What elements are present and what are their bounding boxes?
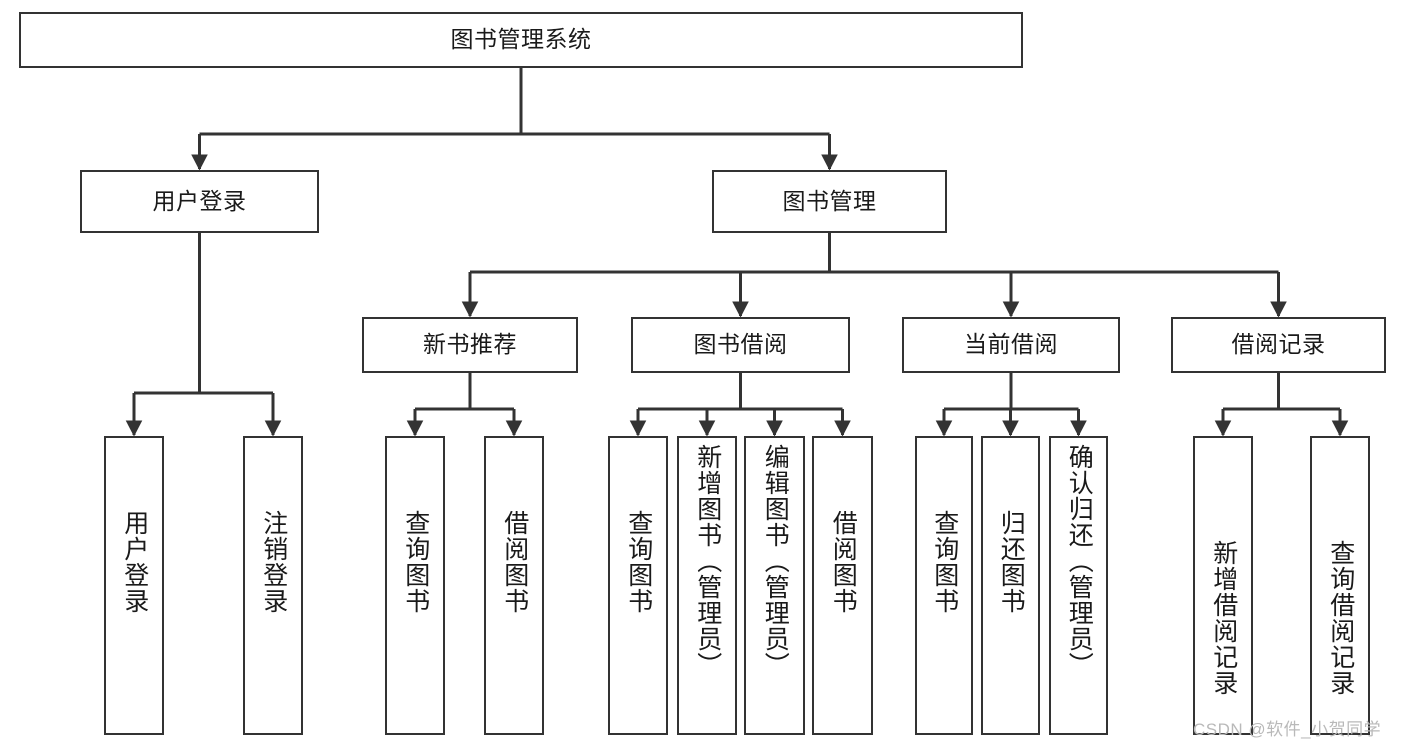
node-label: 用户登录 — [120, 510, 149, 614]
node-root[interactable]: 图书管理系统 — [19, 12, 1023, 68]
node-label: 查询图书 — [401, 510, 430, 614]
node-label: 新增图书（管理员） — [693, 444, 722, 678]
node-leaf-borrow-1[interactable]: 查询图书 — [608, 436, 668, 735]
node-borrow[interactable]: 图书借阅 — [631, 317, 850, 373]
node-leaf-rec-1[interactable]: 新增借阅记录 — [1193, 436, 1253, 735]
node-label: 图书借阅 — [693, 331, 788, 358]
node-leaf-borrow-2[interactable]: 新增图书（管理员） — [677, 436, 737, 735]
node-label: 当前借阅 — [964, 331, 1058, 358]
node-leaf-login-1[interactable]: 用户登录 — [104, 436, 164, 735]
node-label: 新增借阅记录 — [1209, 540, 1238, 696]
node-leaf-cur-1[interactable]: 查询图书 — [915, 436, 973, 735]
node-label: 编辑图书（管理员） — [761, 444, 790, 678]
node-label: 查询图书 — [930, 510, 959, 614]
node-login[interactable]: 用户登录 — [80, 170, 319, 233]
node-leaf-new-2[interactable]: 借阅图书 — [484, 436, 544, 735]
node-leaf-login-2[interactable]: 注销登录 — [243, 436, 303, 735]
node-current[interactable]: 当前借阅 — [902, 317, 1120, 373]
node-label: 借阅图书 — [829, 510, 858, 614]
node-label: 用户登录 — [152, 187, 247, 214]
node-leaf-borrow-3[interactable]: 编辑图书（管理员） — [744, 436, 805, 735]
node-label: 借阅记录 — [1231, 331, 1326, 358]
node-label: 图书管理 — [782, 187, 877, 214]
node-leaf-cur-2[interactable]: 归还图书 — [981, 436, 1040, 735]
watermark: CSDN @软件_小贺同学 — [1193, 720, 1382, 739]
node-label: 确认归还（管理员） — [1065, 444, 1094, 678]
node-leaf-rec-2[interactable]: 查询借阅记录 — [1310, 436, 1370, 735]
node-label: 查询借阅记录 — [1326, 540, 1355, 696]
node-label: 归还图书 — [997, 510, 1026, 614]
node-bookmgmt[interactable]: 图书管理 — [712, 170, 947, 233]
node-leaf-cur-3[interactable]: 确认归还（管理员） — [1049, 436, 1108, 735]
node-leaf-new-1[interactable]: 查询图书 — [385, 436, 445, 735]
node-label: 借阅图书 — [500, 510, 529, 614]
node-label: 新书推荐 — [423, 331, 517, 358]
node-leaf-borrow-4[interactable]: 借阅图书 — [812, 436, 873, 735]
node-label: 查询图书 — [624, 510, 653, 614]
node-newbook[interactable]: 新书推荐 — [362, 317, 578, 373]
node-label: 图书管理系统 — [450, 26, 592, 53]
node-records[interactable]: 借阅记录 — [1171, 317, 1386, 373]
node-label: 注销登录 — [259, 510, 288, 614]
